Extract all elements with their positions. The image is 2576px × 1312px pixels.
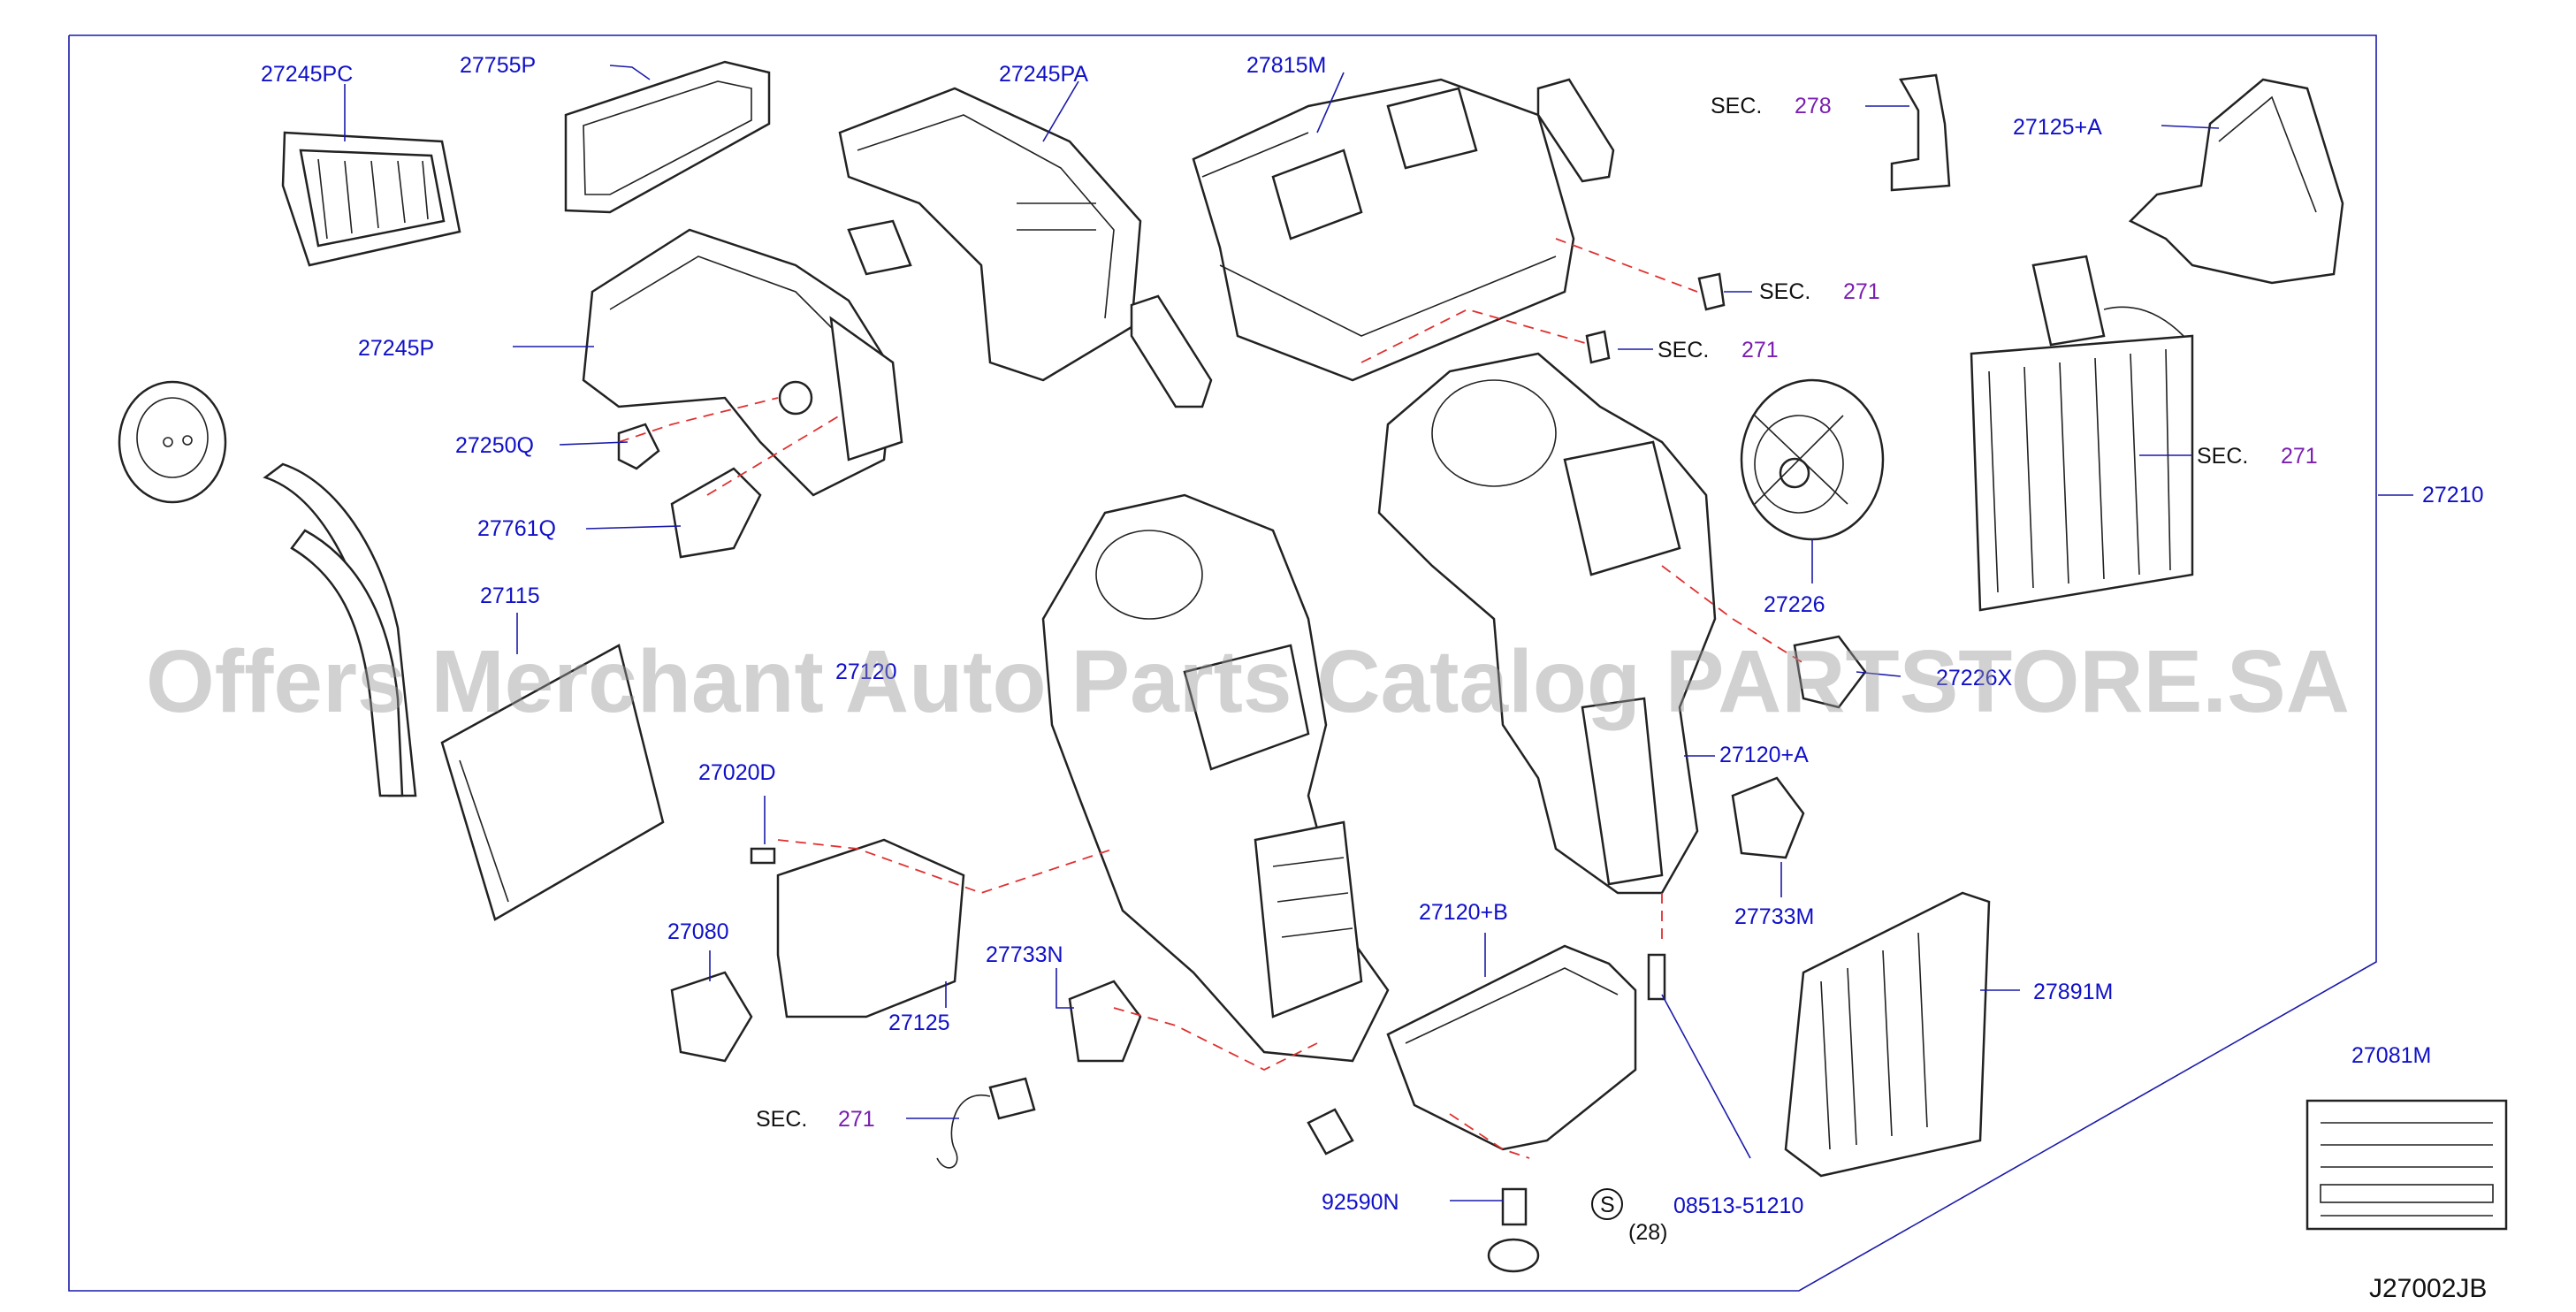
main-duct-drawing — [582, 228, 903, 497]
label-27125[interactable]: 27125 — [888, 1011, 950, 1035]
label-27245PA[interactable]: 27245PA — [999, 62, 1088, 87]
screw-27020d-drawing — [750, 847, 776, 865]
sec-ref-271-a[interactable]: 271 — [1843, 279, 1880, 304]
label-27815M[interactable]: 27815M — [1246, 53, 1326, 78]
label-27120[interactable]: 27120 — [835, 660, 897, 684]
blower-motor-drawing — [1740, 378, 1885, 541]
case-right-drawing — [1377, 352, 1717, 895]
label-27226[interactable]: 27226 — [1764, 592, 1825, 617]
label-27250Q[interactable]: 27250Q — [455, 433, 534, 458]
label-27115[interactable]: 27115 — [480, 584, 540, 608]
diagram-frame — [68, 34, 2377, 1292]
label-92590N[interactable]: 92590N — [1322, 1190, 1399, 1215]
seal-strip-right-drawing — [1536, 78, 1615, 183]
sec-word-271-a: SEC. — [1759, 279, 1810, 304]
upper-duct-drawing — [838, 87, 1142, 382]
label-27210[interactable]: 27210 — [2422, 483, 2484, 507]
leader-lines — [344, 65, 2413, 1201]
bolt-symbol-letter: S — [1600, 1193, 1615, 1217]
clip-271b-drawing — [1585, 330, 1611, 364]
harness-wire-drawing — [936, 1094, 991, 1169]
sensor-27226x-drawing — [1793, 635, 1867, 709]
side-duct-drawing — [2128, 78, 2344, 285]
label-bolt-qty: (28) — [1628, 1220, 1667, 1245]
dashed-references — [618, 238, 1804, 1159]
label-27020D[interactable]: 27020D — [698, 760, 776, 785]
clip-92590n-drawing — [1501, 1187, 1528, 1226]
duct-grille-drawing — [281, 131, 461, 267]
label-27125-a[interactable]: 27125+A — [2013, 115, 2102, 140]
grommet-drawing — [1487, 1238, 1540, 1273]
clip-small-drawing — [1307, 1108, 1354, 1156]
evaporator-drawing — [1970, 255, 2194, 612]
diagram-code: J27002JB — [2369, 1274, 2487, 1303]
cabin-filter-drawing — [1784, 891, 1991, 1178]
sec-word-271-b: SEC. — [1658, 338, 1709, 362]
actuator-27733m-drawing — [1731, 776, 1805, 859]
filter-frame-drawing — [564, 60, 771, 214]
sec-ref-271-d[interactable]: 271 — [838, 1107, 875, 1132]
label-27226X[interactable]: 27226X — [1936, 666, 2013, 690]
bolt-symbol: S — [1591, 1188, 1623, 1220]
label-27120-b[interactable]: 27120+B — [1419, 900, 1508, 925]
label-bolt-code[interactable]: 08513-51210 — [1673, 1194, 1803, 1218]
bolt-drawing — [1647, 953, 1666, 1001]
label-27245PC[interactable]: 27245PC — [261, 62, 353, 87]
case-top-drawing — [1192, 78, 1575, 382]
sec-word-278: SEC. — [1711, 94, 1762, 118]
clip-271a-drawing — [1697, 272, 1726, 311]
bracket-27125-drawing — [776, 838, 965, 1018]
label-27081M[interactable]: 27081M — [2351, 1043, 2431, 1068]
section-references: SEC. 278 SEC. 271 SEC. 271 SEC. 271 SEC.… — [756, 94, 2318, 1132]
case-left-drawing — [1041, 493, 1390, 1063]
sensor-27250q-drawing — [617, 423, 660, 470]
seal-strip-left-drawing — [1130, 294, 1213, 408]
actuator-27733n-drawing — [1068, 980, 1142, 1063]
heater-core-drawing — [118, 380, 665, 921]
connector-drawing — [988, 1077, 1036, 1120]
actuator-27080-drawing — [670, 971, 753, 1063]
sec-ref-278[interactable]: 278 — [1795, 94, 1832, 118]
actuator-27761q-drawing — [670, 467, 762, 559]
label-27733N[interactable]: 27733N — [986, 942, 1063, 967]
sec-word-271-c: SEC. — [2197, 444, 2248, 469]
label-27891M[interactable]: 27891M — [2033, 980, 2113, 1004]
part-labels: 27245PC 27755P 27245PA 27815M 27125+A 27… — [261, 53, 2484, 1245]
bottom-tray-drawing — [1386, 944, 1637, 1151]
label-27755P[interactable]: 27755P — [460, 53, 536, 78]
watermark-text: Offers Merchant Auto Parts Catalog PARTS… — [146, 632, 2350, 731]
label-27761Q[interactable]: 27761Q — [477, 516, 556, 541]
label-27120-a[interactable]: 27120+A — [1719, 743, 1809, 767]
label-27080[interactable]: 27080 — [667, 919, 729, 944]
label-27733M[interactable]: 27733M — [1734, 904, 1814, 929]
label-sheet-drawing — [2305, 1099, 2508, 1231]
label-27245P[interactable]: 27245P — [358, 336, 434, 361]
bracket-drawing — [1890, 73, 1951, 192]
sec-ref-271-c[interactable]: 271 — [2281, 444, 2318, 469]
sec-word-271-d: SEC. — [756, 1107, 807, 1132]
sec-ref-271-b[interactable]: 271 — [1741, 338, 1779, 362]
